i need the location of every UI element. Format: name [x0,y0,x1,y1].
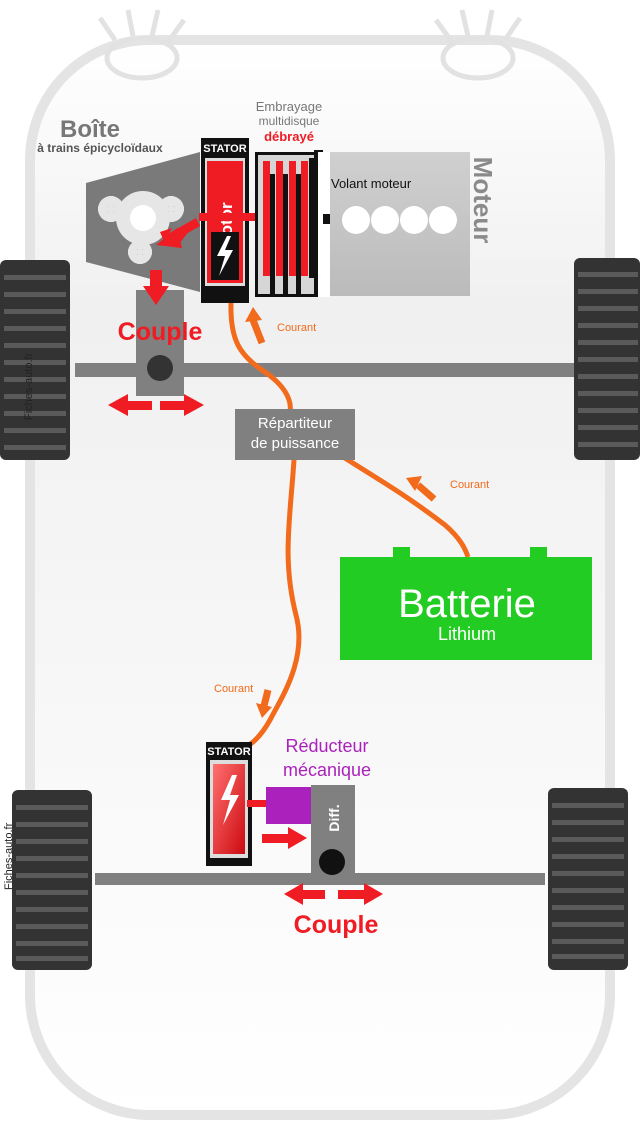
rear-right-wheel [548,788,628,970]
flywheel [318,152,330,297]
clutch-discs [263,161,296,276]
battery-type-label: Lithium [438,624,496,644]
reducer-label-2: mécanique [283,760,371,780]
rear-left-wheel [12,790,92,970]
arrow-icon [143,286,169,305]
battery-terminal-left [393,547,410,560]
lightning-bolt-icon [221,775,239,825]
battery-terminal-right [530,547,547,560]
rear-stator-label: STATOR [207,746,250,758]
arrow-icon [406,476,437,502]
gearbox-title: Boîte [60,116,120,143]
watermark-top: Fiches-auto.fr [23,352,35,420]
battery-label: Batterie [398,582,536,626]
current-label-1: Courant [277,322,316,334]
arrow-icon [262,827,307,849]
lightning-bolt-icon [217,236,233,276]
front-stator-label: STATOR [203,143,246,155]
reducer-label-1: Réducteur [285,736,368,756]
torque-label-bottom: Couple [294,911,379,939]
current-label-3: Courant [214,683,253,695]
engine-cylinders [342,206,457,234]
headlight-right-icon [433,9,523,81]
front-axle [75,363,575,377]
flywheel-label: Volant moteur [331,176,412,191]
power-distributor [235,409,355,460]
distributor-label-1: Répartiteur [258,415,332,432]
torque-arrows-top [108,394,204,416]
current-label-2: Courant [450,479,489,491]
cable-front-motor-to-distributor [228,302,293,413]
front-axle-hub [147,355,173,381]
front-right-wheel [574,258,640,460]
headlight-left-icon [97,9,187,81]
arrow-icon [245,307,266,345]
mechanical-reducer [266,787,312,824]
differential-label: Diff. [326,804,342,831]
gear-icon [98,191,184,264]
distributor-label-2: de puissance [251,435,339,452]
engine-label: Moteur [468,157,498,244]
torque-arrows-bottom [284,883,383,905]
arrow-icon [256,689,272,718]
clutch-label-1: Embrayage [256,99,322,114]
watermark-bottom: Fiches-auto.fr [3,822,15,890]
clutch-label-2: multidisque [259,114,320,128]
lithium-battery [340,557,592,660]
gearbox-subtitle: à trains épicycloïdaux [37,141,163,155]
cable-distributor-to-rear-motor [247,459,302,748]
rear-axle-hub [319,849,345,875]
cable-battery-to-distributor [338,452,471,558]
front-left-wheel [0,260,70,460]
clutch-state-label: débrayé [264,129,314,144]
torque-label-top: Couple [118,318,203,346]
